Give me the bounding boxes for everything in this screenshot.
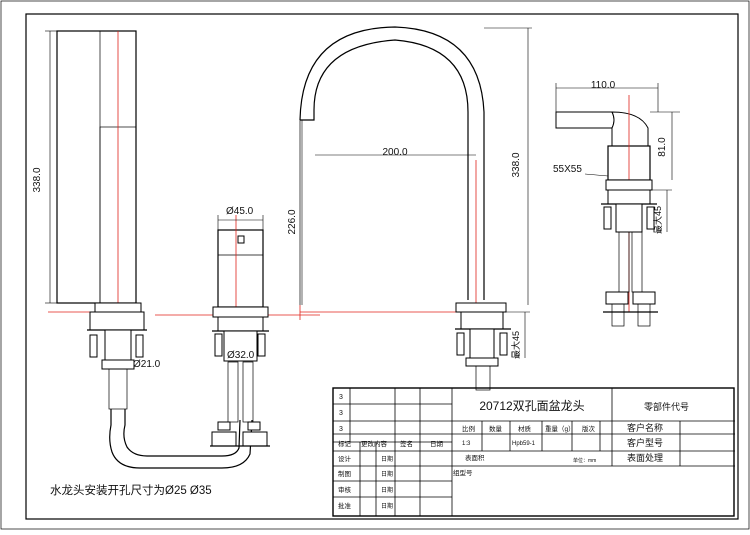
hdr-scale: 比例 [462, 424, 475, 433]
hdr-weight: 重量（g） [545, 425, 575, 433]
handle-view: Ø45.0 Ø32.0 [155, 206, 320, 447]
val-scale: 1:3 [462, 441, 471, 447]
lbl-sign: 签名 [400, 439, 413, 448]
row-number-2: 3 [339, 410, 343, 417]
dim-body-height: 338.0 [511, 152, 522, 177]
install-note: 水龙头安装开孔尺寸为Ø25 Ø35 [50, 483, 212, 497]
dim-body-bottom: 最大45 [510, 331, 521, 359]
body-view: 200.0 338.0 226.0 最大45 [287, 26, 532, 391]
inner-border [25, 13, 739, 520]
surface-roughness: 表面积 [465, 453, 485, 462]
title-block: 3 3 3 20712双孔面盆龙头 零部件代号 客户名称 客户型号 表面处理 比… [332, 387, 735, 517]
hdr-revision: 版次 [582, 424, 596, 433]
product-name: 20712双孔面盆龙头 [479, 399, 584, 413]
dim-handle-top: Ø45.0 [226, 206, 254, 217]
surface-label: 表面处理 [627, 452, 663, 463]
dim-body-inner: 226.0 [287, 209, 298, 234]
date-label-2: 日期 [381, 470, 393, 478]
hdr-quantity: 数量 [489, 424, 503, 433]
val-material: Hpb59-1 [512, 441, 536, 447]
dim-side-width: 110.0 [591, 80, 616, 91]
drawing-number: 组型号 [453, 468, 473, 477]
date-label-3: 日期 [381, 486, 393, 494]
role-approve: 批准 [338, 501, 352, 510]
side-view: 110.0 81.0 55X55 最大45 [553, 80, 680, 327]
date-label-1: 日期 [381, 455, 393, 463]
row-number-1: 3 [339, 394, 343, 401]
role-design: 设计 [338, 454, 352, 463]
part-code-label: 零部件代号 [644, 401, 689, 412]
lbl-change-content: 更改内容 [361, 439, 388, 448]
dim-side-square: 55X55 [553, 164, 582, 175]
dim-body-reach: 200.0 [382, 147, 407, 158]
spout-view: 338.0 Ø21.0 [32, 30, 253, 469]
dim-spout-hole: Ø21.0 [133, 359, 161, 370]
dim-spout-height: 338.0 [32, 167, 43, 192]
role-drafting: 制图 [338, 469, 351, 478]
lbl-date: 日期 [430, 440, 444, 448]
hdr-material: 材质 [518, 424, 532, 433]
role-review: 审核 [338, 485, 352, 494]
lbl-mark: 标记 [338, 439, 352, 448]
dim-handle-base: Ø32.0 [227, 350, 255, 361]
customer-name-label: 客户名称 [627, 422, 663, 433]
val-unit: 单位：mm [573, 457, 596, 464]
customer-model-label: 客户型号 [627, 437, 663, 448]
dim-side-height: 81.0 [657, 137, 668, 157]
date-label-4: 日期 [381, 502, 393, 510]
row-number-3: 3 [339, 426, 343, 433]
dim-side-max: 最大45 [652, 206, 663, 234]
